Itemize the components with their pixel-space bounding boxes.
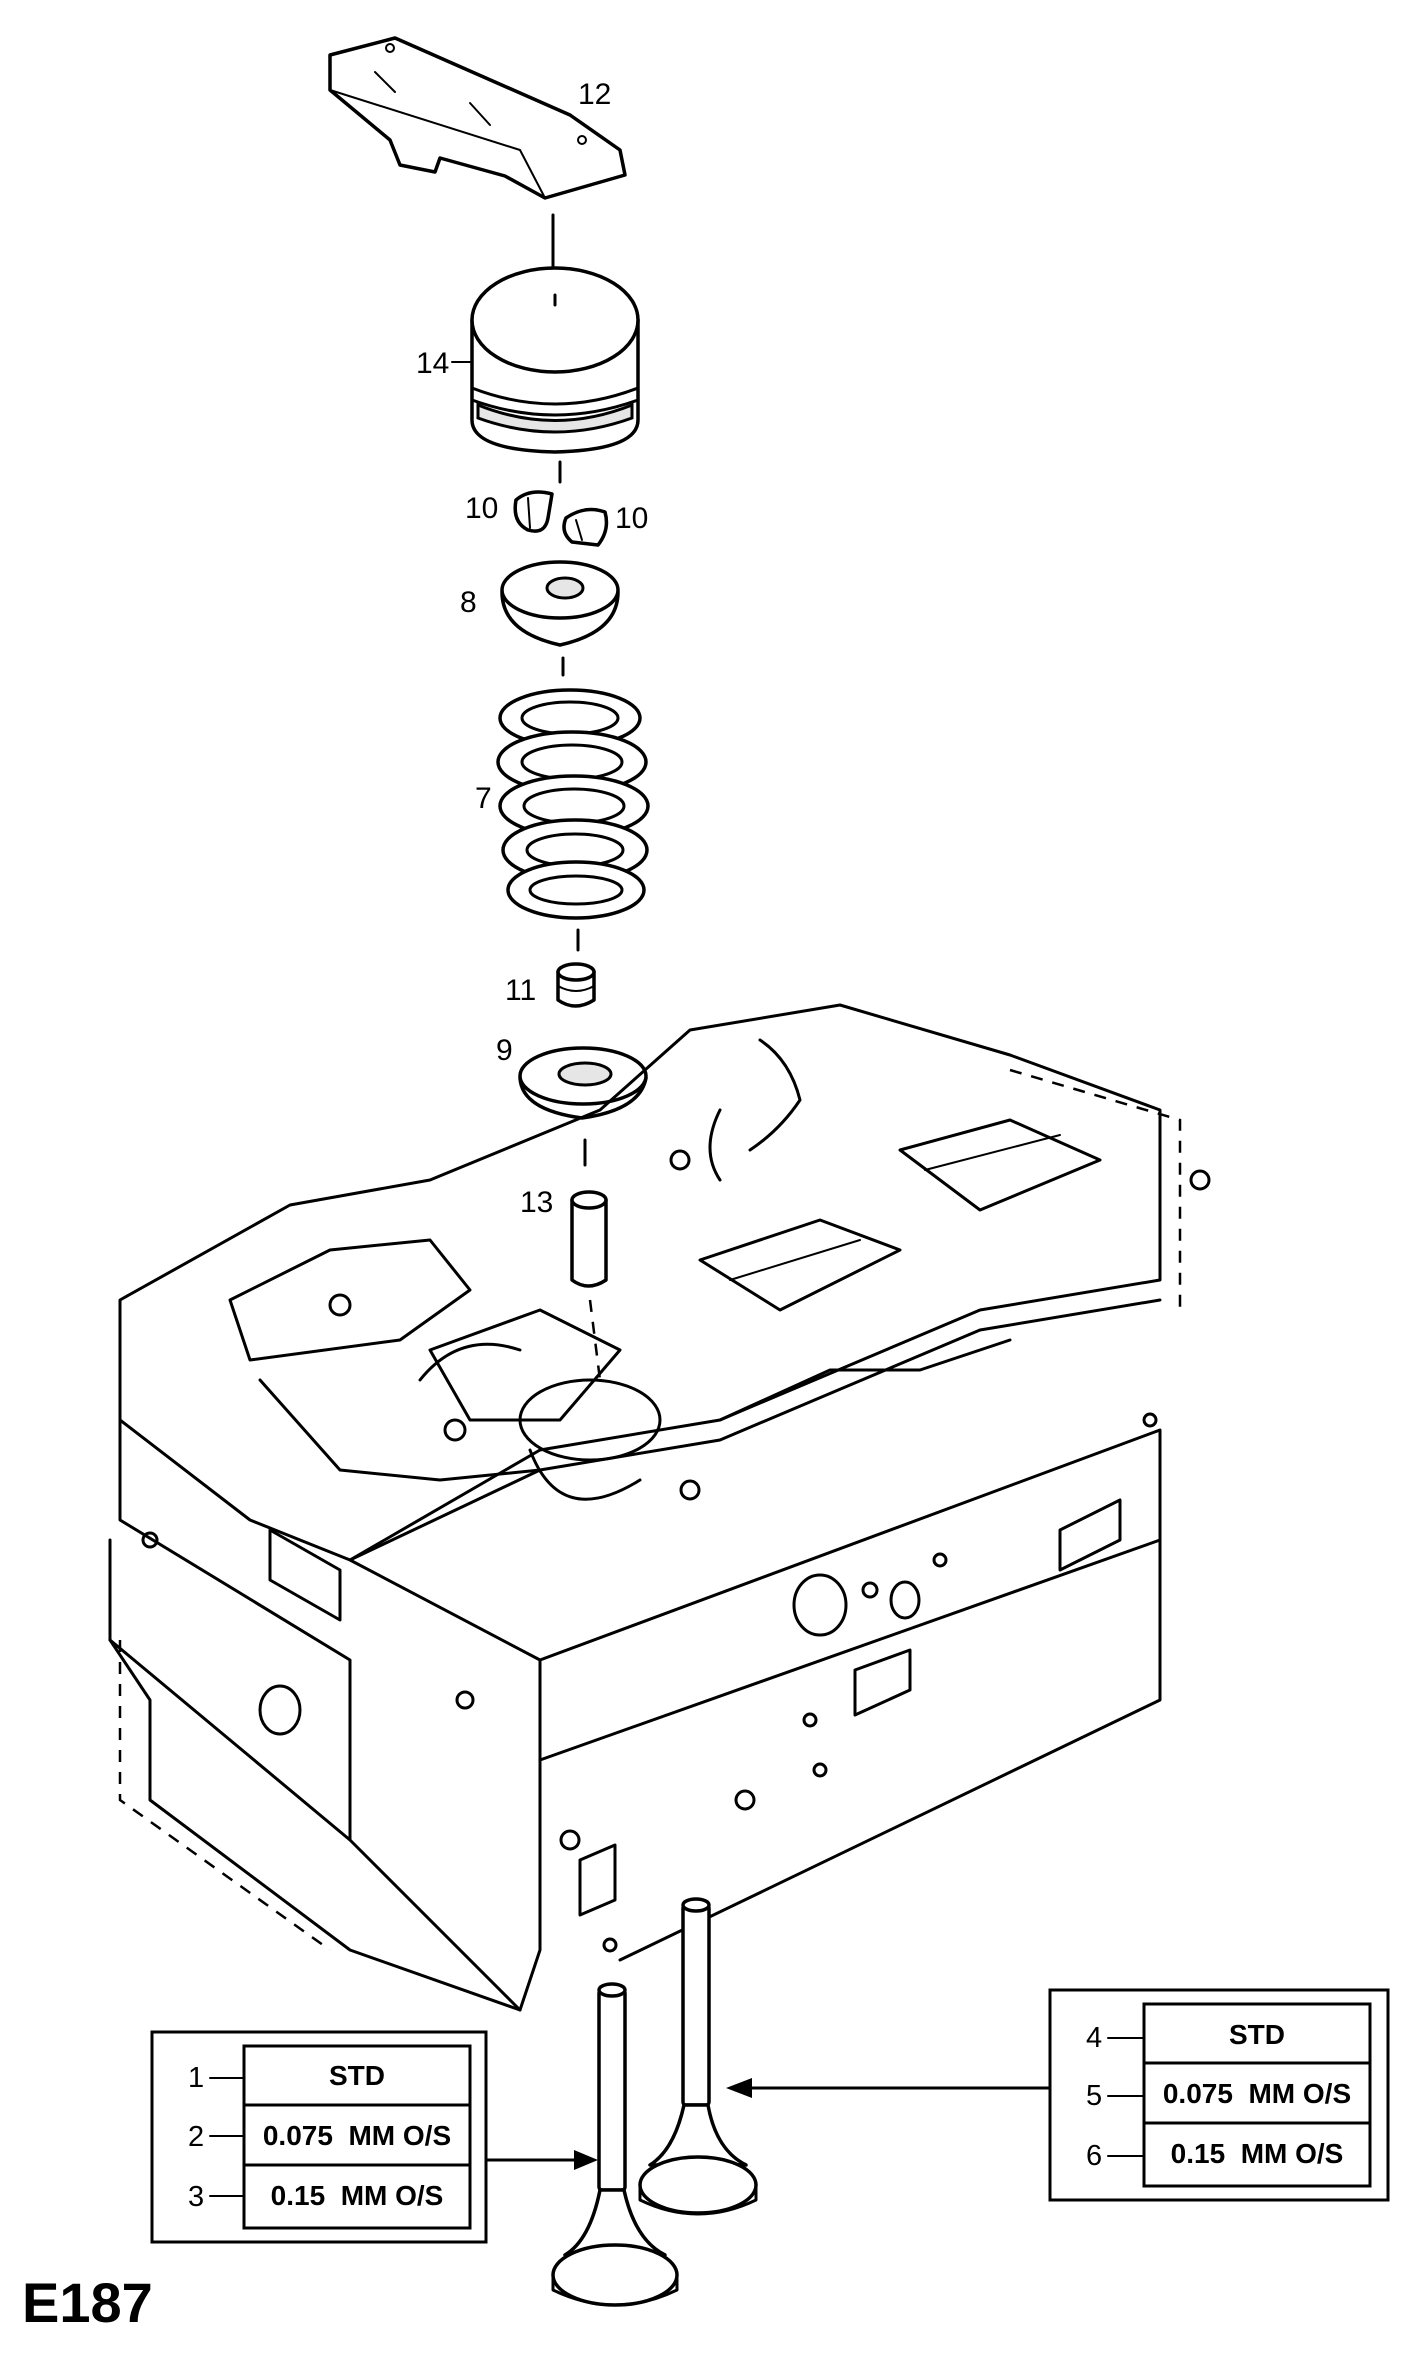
left-row-2-label: 0.075 MM O/S xyxy=(263,2120,451,2151)
left-row-1-label: STD xyxy=(329,2060,385,2091)
callout-10-right: 10 xyxy=(615,502,648,535)
part-7-spring xyxy=(496,688,650,920)
axis-line xyxy=(588,1299,602,1381)
arrow-left-table-to-valve xyxy=(478,2150,598,2170)
part-13-valve-guide xyxy=(570,1190,608,1288)
callout-14: 14 xyxy=(416,347,449,380)
part-12-shim xyxy=(328,36,627,200)
part-14-tappet xyxy=(470,266,640,454)
left-row-2-number: 2 xyxy=(188,2121,204,2153)
callout-9: 9 xyxy=(496,1034,513,1067)
callout-10-left: 10 xyxy=(465,492,498,525)
callout-11: 11 xyxy=(505,974,536,1007)
callout-7: 7 xyxy=(475,782,492,815)
right-row-5-label: 0.075 MM O/S xyxy=(1163,2078,1351,2109)
callout-13: 13 xyxy=(520,1186,553,1219)
callout-8: 8 xyxy=(460,586,477,619)
figure-code: E187 xyxy=(22,2271,153,2334)
right-oversize-table: 4 STD 5 0.075 MM O/S 6 0.15 MM O/S xyxy=(1048,1988,1390,2202)
valve-left xyxy=(551,1982,679,2307)
left-row-1-number: 1 xyxy=(188,2062,204,2094)
left-oversize-table: 1 STD 2 0.075 MM O/S 3 0.15 MM O/S xyxy=(150,2030,488,2244)
part-11-stem-seal xyxy=(556,962,596,1008)
right-row-4-number: 4 xyxy=(1086,2022,1102,2054)
valve-right xyxy=(638,1897,758,2216)
right-row-5-number: 5 xyxy=(1086,2080,1102,2112)
left-row-3-number: 3 xyxy=(188,2181,204,2213)
right-row-4-label: STD xyxy=(1229,2019,1285,2050)
callout-12: 12 xyxy=(578,78,611,111)
left-row-3-label: 0.15 MM O/S xyxy=(271,2180,444,2211)
part-8-retainer xyxy=(500,560,620,647)
part-10-collets xyxy=(513,490,609,547)
right-row-6-label: 0.15 MM O/S xyxy=(1171,2138,1344,2169)
arrow-right-table-to-valve xyxy=(726,2078,1050,2098)
right-row-6-number: 6 xyxy=(1086,2140,1102,2172)
part-9-spring-seat xyxy=(518,1046,648,1120)
cylinder-head-illustration xyxy=(108,1003,1211,2012)
